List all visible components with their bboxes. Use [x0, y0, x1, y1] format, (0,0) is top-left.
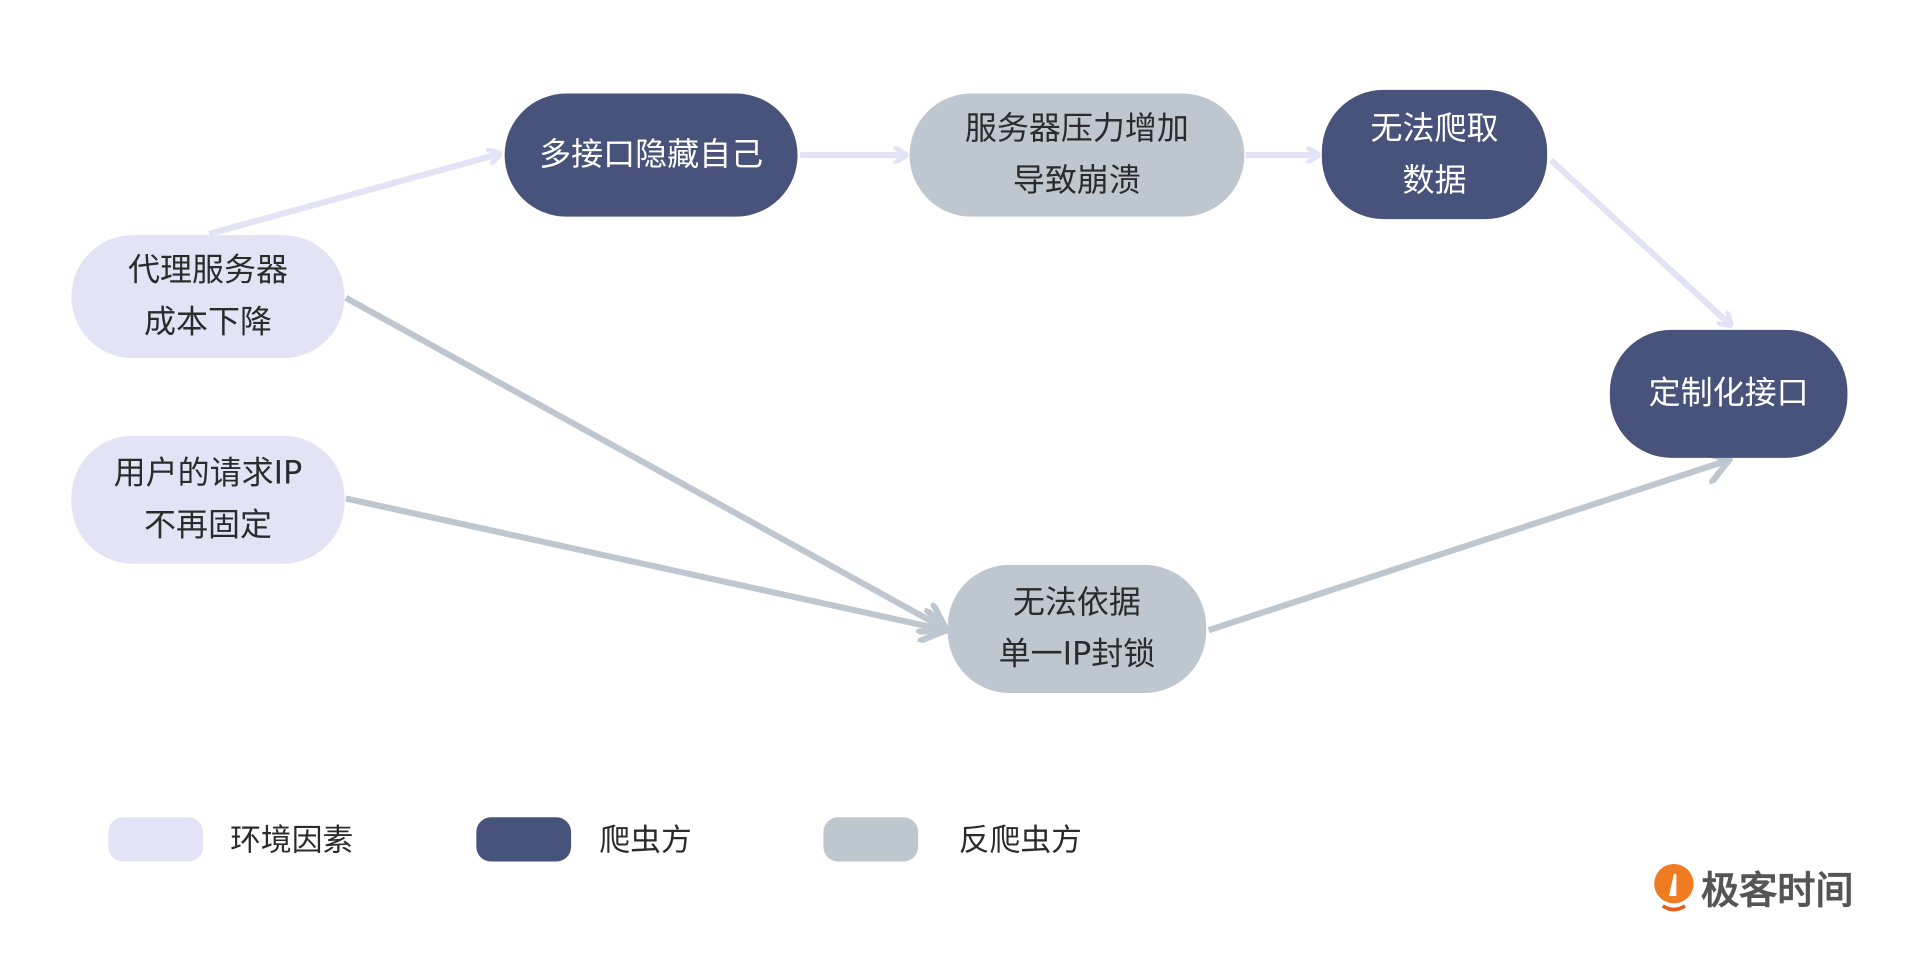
logo-icon	[1654, 863, 1694, 911]
legend-label-crawler: 爬虫方	[599, 822, 692, 858]
legend-label-environment: 环境因素	[230, 822, 354, 858]
edge-crawl-to-custom	[1548, 157, 1731, 325]
node-label: 成本下降	[143, 304, 273, 341]
node-cannot-block: 无法依据单一IP封锁	[947, 564, 1207, 693]
legend-swatch-environment	[108, 817, 204, 862]
edge-proxy-to-block	[344, 295, 945, 629]
node-label: 无法爬取	[1370, 110, 1499, 148]
node-label: 多接口隐藏自己	[539, 136, 764, 174]
node-multi-interface: 多接口隐藏自己	[504, 93, 798, 217]
node-label: 服务器压力增加	[964, 110, 1189, 148]
legend-swatch-anticrawler	[823, 817, 919, 862]
node-label: 导致崩溃	[1012, 162, 1141, 200]
edge-proxy-to-multi	[208, 154, 499, 237]
node-label: 代理服务器	[127, 252, 289, 290]
node-label: 无法依据	[1012, 584, 1141, 622]
node-label: 数据	[1402, 161, 1467, 199]
node-server-pressure: 服务器压力增加导致崩溃	[909, 93, 1245, 217]
edge-block-to-custom	[1207, 460, 1728, 634]
geektime-logo: 极客时间	[1652, 859, 1854, 914]
node-user-ip: 用户的请求IP 不再固定	[71, 435, 345, 564]
node-proxy-cost: 代理服务器成本下降	[71, 235, 345, 359]
legend-label-anticrawler: 反爬虫方	[958, 822, 1082, 858]
node-label: 定制化接口	[1648, 375, 1809, 413]
node-cannot-crawl: 无法爬取数据	[1321, 89, 1548, 220]
node-label: 用户的请求IP	[113, 455, 303, 493]
node-label: 单一IP封锁	[998, 636, 1156, 674]
edge-ip-to-block	[345, 495, 945, 630]
node-custom-interface: 定制化接口	[1609, 329, 1848, 458]
logo-text: 极客时间	[1700, 868, 1854, 914]
legend-swatch-crawler	[476, 817, 572, 862]
node-label: 不再固定	[143, 507, 273, 545]
